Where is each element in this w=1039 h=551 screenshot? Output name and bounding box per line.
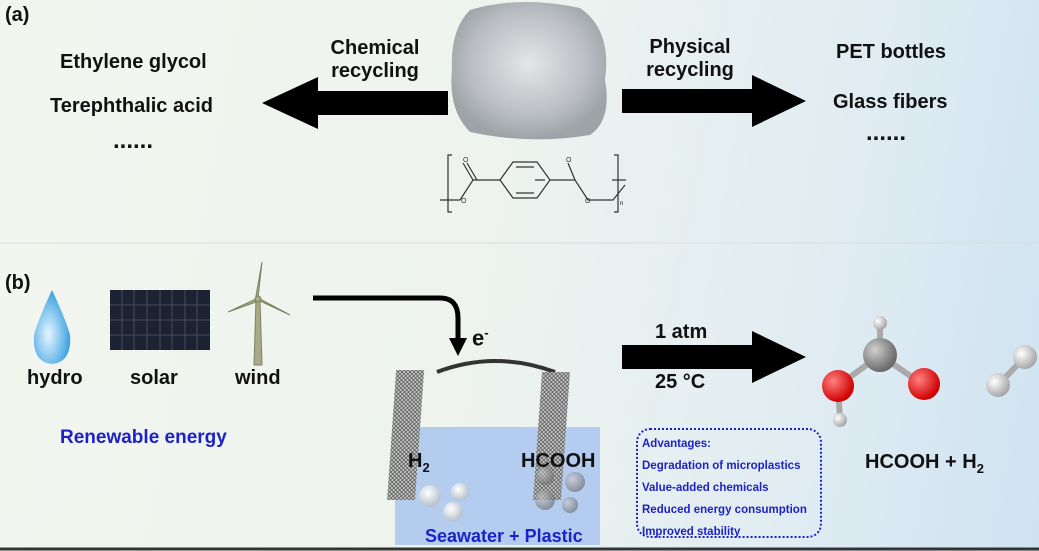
electron-symbol: e bbox=[472, 325, 485, 351]
panel-b-label: (b) bbox=[5, 272, 31, 294]
reaction-arrow bbox=[622, 331, 806, 383]
physical-recycling-line1: Physical bbox=[649, 36, 731, 58]
electron-flow-arrowhead bbox=[449, 338, 467, 356]
renewable-energy-label: Renewable energy bbox=[60, 427, 227, 448]
advantage-item: Degradation of microplastics bbox=[642, 460, 801, 472]
final-products-subscript: 2 bbox=[976, 461, 984, 476]
condition-temperature: 25 °C bbox=[655, 371, 706, 393]
cathode-product-label: H2 bbox=[408, 450, 430, 475]
chemical-recycling-label: Chemical recycling bbox=[310, 37, 440, 83]
condition-pressure: 1 atm bbox=[655, 321, 708, 343]
water-drop-icon bbox=[33, 290, 71, 364]
label-hydro: hydro bbox=[27, 367, 83, 389]
physical-recycling-label: Physical recycling bbox=[625, 36, 755, 82]
wind-turbine-icon bbox=[227, 261, 291, 366]
oxygen-atom-label: O bbox=[461, 198, 467, 205]
chemical-recycling-line2: recycling bbox=[331, 60, 419, 82]
final-products: HCOOH + H bbox=[865, 451, 977, 473]
cathode-product-subscript: 2 bbox=[422, 460, 430, 475]
cathode-product: H bbox=[408, 450, 423, 472]
solar-panel-icon bbox=[110, 290, 210, 350]
label-wind: wind bbox=[235, 367, 281, 389]
electron-flow-arrow bbox=[313, 295, 461, 340]
polymer-subscript: n bbox=[620, 201, 624, 207]
cathode-electrode bbox=[387, 370, 425, 500]
wire bbox=[436, 359, 556, 374]
physical-recycling-line2: recycling bbox=[646, 59, 734, 81]
advantage-item: Value-added chemicals bbox=[642, 482, 769, 494]
advantages-title: Advantages: bbox=[642, 438, 712, 450]
physical-recycling-arrow bbox=[622, 75, 806, 127]
panel-a-label: (a) bbox=[5, 4, 30, 26]
product-pet-bottles: PET bottles bbox=[836, 41, 947, 63]
product-glass-fibers: Glass fibers bbox=[833, 91, 948, 113]
anode-product-label: HCOOH bbox=[521, 450, 596, 472]
chemical-recycling-arrow bbox=[262, 77, 448, 129]
product-terephthalic-acid: Terephthalic acid bbox=[50, 95, 214, 117]
oxygen-atom-label: O bbox=[566, 157, 572, 164]
oxygen-atom-label: O bbox=[585, 198, 591, 205]
advantages-box: Advantages: Degradation of microplastics… bbox=[636, 428, 822, 538]
oxygen-atom-label: O bbox=[463, 157, 469, 164]
electron-label: e- bbox=[472, 325, 489, 351]
hydrogen-molecule bbox=[986, 345, 1037, 397]
gas-bubbles bbox=[419, 467, 585, 522]
physical-products-ellipsis: ...... bbox=[866, 119, 907, 146]
advantage-item: Reduced energy consumption bbox=[642, 504, 807, 516]
product-ethylene-glycol: Ethylene glycol bbox=[60, 51, 207, 73]
electron-charge: - bbox=[484, 325, 489, 340]
chemical-products-ellipsis: ...... bbox=[113, 127, 154, 154]
final-products-label: HCOOH + H2 bbox=[865, 451, 984, 476]
electrolyte-label: Seawater + Plastic bbox=[425, 526, 583, 546]
chemical-recycling-line1: Chemical bbox=[330, 37, 420, 59]
formic-acid-molecule bbox=[822, 316, 940, 427]
label-solar: solar bbox=[130, 367, 178, 389]
pet-flakes-image bbox=[451, 1, 607, 140]
pet-structure bbox=[440, 154, 626, 213]
advantage-item: Improved stability bbox=[642, 526, 741, 538]
